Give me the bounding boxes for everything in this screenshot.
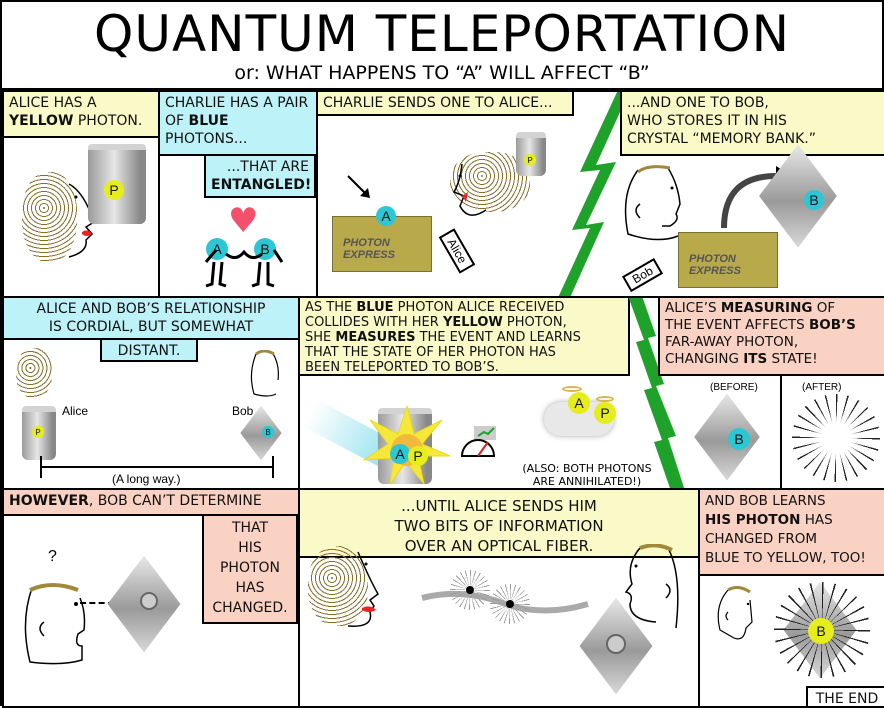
unknown-photon-icon [606, 634, 626, 654]
alice-hair [22, 172, 77, 262]
photon-legs-icon [204, 249, 284, 288]
caption-changed: THAT HIS PHOTON HAS CHANGED. [202, 514, 298, 624]
caption: CHARLIE SENDS ONE TO ALICE... [318, 92, 574, 116]
caption: ...UNTIL ALICE SENDS HIM TWO BITS OF INF… [300, 490, 698, 558]
halo-icon [562, 386, 582, 392]
distance-arrow-left-end [40, 456, 42, 478]
crystal-before [694, 393, 760, 481]
photon-a-icon: A [376, 206, 396, 226]
caption-measuring: ALICE’S MEASURING OF THE EVENT AFFECTS B… [658, 298, 884, 376]
alice-face-icon [68, 183, 95, 258]
before-after-divider [780, 374, 782, 488]
caption-bob: ...AND ONE TO BOB, WHO STORES IT IN HIS … [620, 92, 884, 156]
panel-bob-cant-determine: HOWEVER, BOB CAN’T DETERMINE THAT HIS PH… [2, 488, 300, 708]
alice-label: Alice [62, 404, 89, 418]
photon-b-icon: B [804, 190, 824, 210]
alice-face-icon [347, 551, 379, 627]
halo-icon [596, 396, 614, 402]
heart-icon: ♥ [228, 201, 259, 241]
comic-subtitle: or: WHAT HAPPENS TO “A” WILL AFFECT “B” [234, 62, 650, 84]
measuring-gauge-icon [460, 426, 496, 457]
bob-face-icon [24, 583, 86, 665]
photon-b-icon: B [262, 426, 274, 438]
yellow-photon-b-icon: B [808, 618, 834, 644]
alice-hair [16, 348, 52, 398]
caption: AS THE BLUE PHOTON ALICE RECEIVED COLLID… [300, 298, 630, 376]
caption: ALICE HAS A YELLOW PHOTON. [4, 92, 158, 138]
panel-charlie-sends: CHARLIE SENDS ONE TO ALICE... ...AND ONE… [316, 90, 884, 298]
pointer-arrow-icon [347, 175, 370, 198]
caption: AND BOB LEARNS HIS PHOTON HAS CHANGED FR… [700, 490, 884, 576]
yellow-photon-icon: P [32, 426, 44, 438]
information-bit-dot [506, 600, 514, 608]
alice-hair [308, 546, 368, 626]
unknown-photon-icon [140, 592, 158, 610]
panel-charlie-entangled: CHARLIE HAS A PAIR OF BLUE PHOTONS... ..… [158, 90, 318, 298]
photon-b-icon: B [728, 428, 750, 450]
bob-smiling-face-icon [717, 586, 753, 640]
bright-flash [820, 422, 852, 454]
alice-shipping-tag: Alice [438, 228, 476, 274]
yellow-photon-icon: P [104, 180, 124, 200]
bob-face-icon [624, 165, 681, 241]
bob-face-icon [250, 350, 279, 397]
alice-face-icon [452, 163, 487, 216]
distance-label: (A long way.) [112, 472, 181, 486]
photon-p-icon: P [594, 402, 616, 424]
caption: ALICE AND BOB’S RELATIONSHIP IS CORDIAL,… [4, 298, 298, 340]
panel-alice-yellow-photon: ALICE HAS A YELLOW PHOTON. P [2, 90, 160, 298]
distance-arrow [42, 466, 274, 468]
after-label: (AFTER) [802, 382, 842, 393]
lightning-divider-icon [558, 92, 630, 296]
information-bit-dot [466, 586, 474, 594]
caption: HOWEVER, BOB CAN’T DETERMINE [4, 490, 298, 516]
question-mark: ? [48, 548, 57, 565]
before-label: (BEFORE) [710, 382, 758, 393]
panel-bob-learns: AND BOB LEARNS HIS PHOTON HAS CHANGED FR… [698, 488, 884, 708]
caption-entangled: ...THAT ARE ENTANGLED! [204, 154, 316, 198]
panel-optical-fiber: ...UNTIL ALICE SENDS HIM TWO BITS OF INF… [298, 488, 700, 708]
comic-title: QUANTUM TELEPORTATION [94, 5, 790, 63]
panel-measurement: AS THE BLUE PHOTON ALICE RECEIVED COLLID… [298, 296, 884, 490]
caption-distant: DISTANT. [100, 338, 198, 362]
photon-a-icon: A [390, 444, 410, 464]
caption: CHARLIE HAS A PAIR OF BLUE PHOTONS... [160, 92, 316, 156]
photon-a-icon: A [568, 392, 590, 414]
panel-relationship: ALICE AND BOB’S RELATIONSHIP IS CORDIAL,… [2, 296, 300, 490]
bob-face-icon [624, 544, 679, 629]
bob-label: Bob [232, 404, 254, 418]
yellow-photon-icon: P [524, 154, 536, 166]
the-end-label: THE END [806, 686, 884, 706]
comic-header: QUANTUM TELEPORTATION or: WHAT HAPPENS T… [2, 2, 882, 90]
photon-p-icon: P [408, 446, 428, 466]
lightning-divider-icon [628, 298, 685, 488]
distance-arrow-right-end [272, 456, 274, 478]
